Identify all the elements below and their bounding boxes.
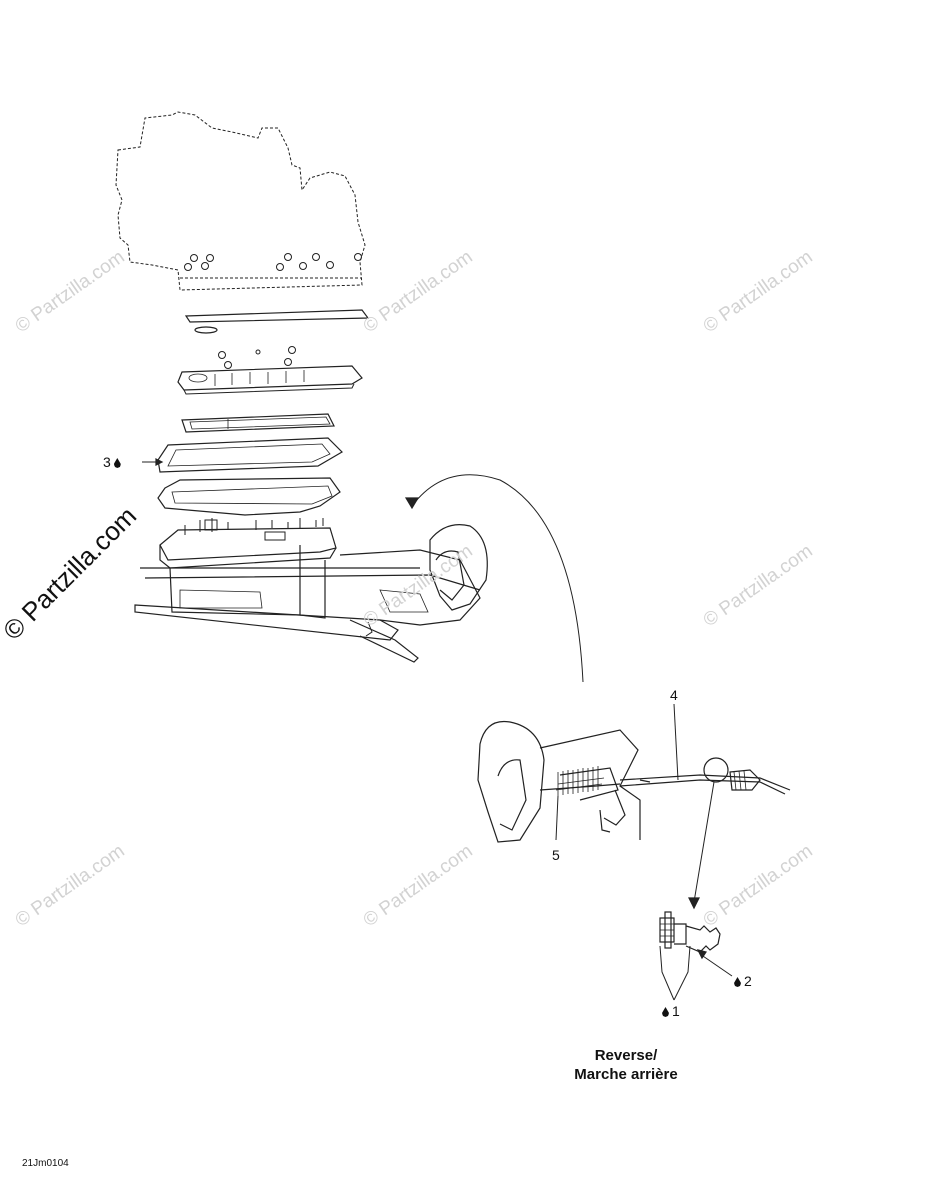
hull-drive-assembly bbox=[134, 518, 488, 663]
adapter-plate bbox=[177, 365, 363, 391]
seal-frame bbox=[157, 437, 343, 473]
leader-5 bbox=[555, 795, 559, 841]
base-gasket bbox=[157, 477, 341, 516]
leader-2 bbox=[699, 953, 733, 977]
callout-1: 1 bbox=[662, 1004, 680, 1018]
plate-nuts bbox=[218, 346, 296, 369]
callout-4: 4 bbox=[670, 688, 678, 702]
leader-detail bbox=[693, 781, 715, 903]
figure-code: 21Jm0104 bbox=[22, 1158, 69, 1169]
caption-line-2: Marche arrière bbox=[574, 1066, 678, 1083]
diagram-caption: Reverse/ Marche arrière bbox=[540, 1046, 712, 1084]
upper-gasket bbox=[184, 309, 370, 323]
leader-4 bbox=[673, 703, 679, 781]
callout-2: 2 bbox=[734, 974, 752, 988]
callout-5: 5 bbox=[552, 848, 560, 862]
bushing-detail bbox=[659, 911, 721, 953]
lubricant-drop-icon bbox=[734, 977, 741, 987]
engine-nuts bbox=[184, 253, 362, 271]
reverse-assembly bbox=[477, 720, 791, 843]
callout-3: 3 bbox=[103, 455, 121, 469]
leader-1b bbox=[673, 945, 691, 1001]
leader-arrow-curve bbox=[411, 474, 584, 683]
lower-gasket bbox=[181, 413, 335, 433]
callout-1-label: 1 bbox=[672, 1003, 680, 1019]
lubricant-drop-icon bbox=[662, 1007, 669, 1017]
callout-4-label: 4 bbox=[670, 687, 678, 703]
caption-line-1: Reverse/ bbox=[594, 1047, 658, 1064]
engine-outline bbox=[115, 111, 366, 291]
callout-3-label: 3 bbox=[103, 454, 111, 470]
callout-2-label: 2 bbox=[744, 973, 752, 989]
lubricant-drop-icon bbox=[113, 458, 121, 468]
leader-1 bbox=[659, 945, 675, 1001]
callout-5-label: 5 bbox=[552, 847, 560, 863]
